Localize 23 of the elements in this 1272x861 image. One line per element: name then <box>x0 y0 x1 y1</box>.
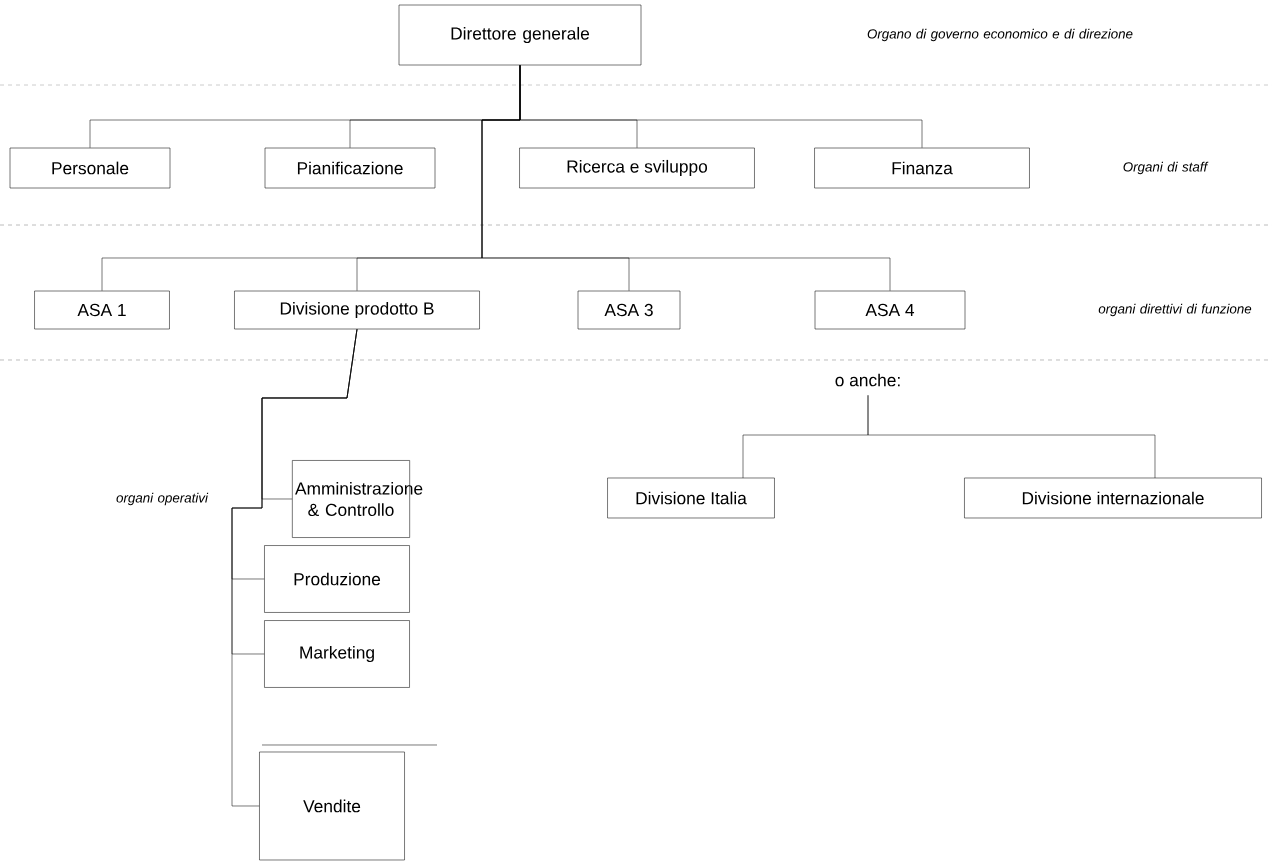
org-box: Pianificazione <box>264 147 436 189</box>
org-box: ASA 4 <box>814 290 966 330</box>
level-label: organi direttivi di funzione <box>1098 303 1252 317</box>
level-label: organi operativi <box>116 492 209 506</box>
level-label: Organo di governo economico e di direzione <box>867 28 1133 42</box>
org-box: Finanza <box>814 147 1030 189</box>
org-box: ASA 3 <box>577 290 681 330</box>
org-box: Divisione prodotto B <box>234 290 480 330</box>
org-box: Produzione <box>264 545 410 613</box>
org-box: Amministrazione & Controllo <box>292 460 423 538</box>
org-box: Divisione internazionale <box>964 477 1262 519</box>
connector-line <box>231 329 358 807</box>
connector-line <box>867 395 1156 479</box>
org-box: Marketing <box>264 620 410 688</box>
org-box: ASA 1 <box>34 290 170 330</box>
org-box: Personale <box>9 147 171 189</box>
org-box: Direttore generale <box>398 4 642 66</box>
org-box: Ricerca e sviluppo <box>519 147 755 189</box>
org-box: Vendite <box>259 751 405 861</box>
connector-line <box>481 65 891 291</box>
level-label: Organi di staff <box>1123 161 1209 175</box>
org-box: Divisione Italia <box>607 477 775 519</box>
note-text: o anche: <box>835 373 900 387</box>
